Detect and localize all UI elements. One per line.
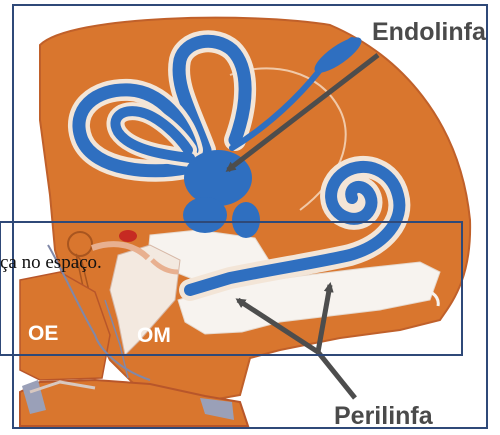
stapes [119,230,137,242]
label-endolinfa: Endolinfa [372,18,486,47]
label-perilinfa: Perilinfa [334,402,433,431]
ampulla [232,202,260,238]
overlay-caption-text: ça no espaço. [0,252,102,274]
label-oe: OE [28,322,58,346]
saccule [183,197,227,233]
label-om: OM [137,324,171,348]
perilinfa-arrow-stem [318,352,355,398]
